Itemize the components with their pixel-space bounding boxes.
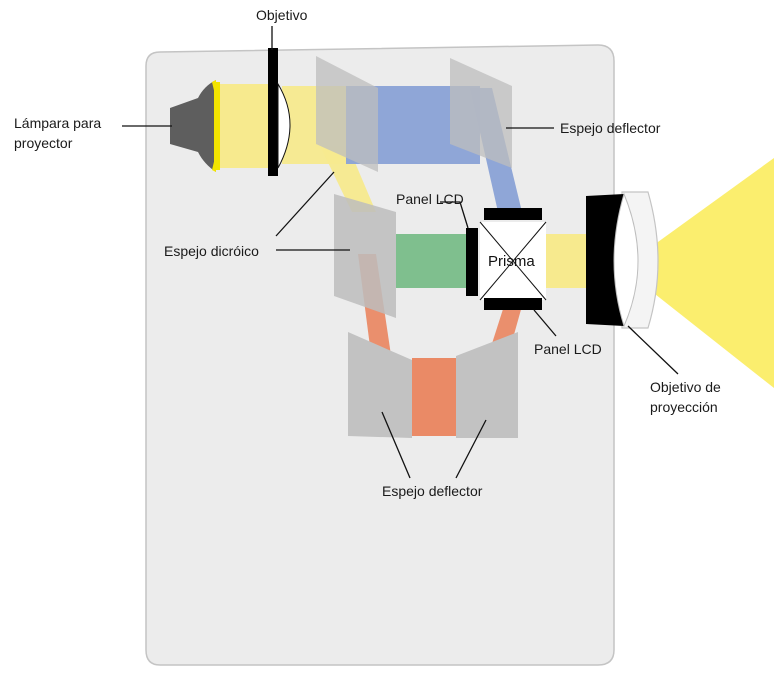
dichroic-mirror-middle xyxy=(334,194,396,318)
lcd-panel-left xyxy=(466,228,478,296)
leader-panel-lcd-bottom xyxy=(533,309,557,337)
label-panel-lcd-top: Panel LCD xyxy=(396,191,464,207)
objective-lens xyxy=(268,48,291,176)
label-objetivo-proyeccion-line1: Objetivo de xyxy=(650,379,721,395)
leader-panel-lcd-top xyxy=(440,201,469,229)
deflector-mirror-bottom-left xyxy=(348,332,412,438)
projector-lamp xyxy=(170,80,220,172)
label-lampara-line2: proyector xyxy=(14,135,73,151)
projection-light-beam xyxy=(622,158,774,388)
red-beam-horizontal xyxy=(412,358,456,436)
leader-espejo-deflector-bottom-left xyxy=(381,411,411,479)
deflector-mirror-top xyxy=(450,58,512,168)
label-espejo-deflector-bottom: Espejo deflector xyxy=(382,483,483,499)
leader-espejo-dicroico-up xyxy=(275,171,335,237)
green-beam xyxy=(396,234,468,288)
projection-objective xyxy=(586,191,659,329)
prism xyxy=(479,221,547,301)
yellow-descending-beam xyxy=(320,146,376,212)
label-objetivo-proyeccion-line2: proyección xyxy=(650,399,718,415)
lcd-panel-bottom xyxy=(484,298,542,310)
lamp-light-beam xyxy=(216,84,270,168)
deflector-mirror-bottom-right xyxy=(456,332,518,438)
blue-beam-horizontal xyxy=(346,86,480,164)
label-prisma: Prisma xyxy=(488,253,535,270)
yellow-output-beam xyxy=(546,234,588,288)
label-lampara-line1: Lámpara para xyxy=(14,115,101,131)
label-panel-lcd-bottom: Panel LCD xyxy=(534,341,602,357)
label-espejo-dicroico: Espejo dicróico xyxy=(164,243,259,259)
label-espejo-deflector-top: Espejo deflector xyxy=(560,120,661,136)
lcd-panel-top xyxy=(484,208,542,220)
dichroic-mirror-top xyxy=(316,56,378,172)
label-objetivo: Objetivo xyxy=(256,7,308,23)
leader-espejo-deflector-bottom-right xyxy=(455,419,487,479)
leader-objetivo-proyeccion xyxy=(627,325,679,375)
